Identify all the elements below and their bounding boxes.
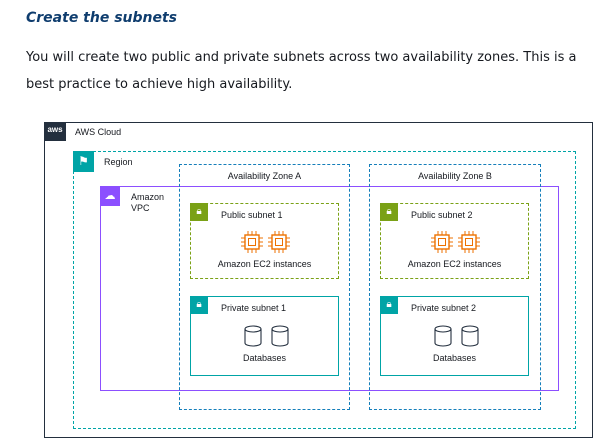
flag-icon: ⚑ [73, 151, 94, 172]
ec2-chip-icon [431, 231, 453, 253]
vpc-label-line1: Amazon [131, 192, 165, 202]
database-icon [271, 325, 289, 347]
databases-label: Databases [242, 353, 287, 363]
availability-zone-a: Availability Zone A [179, 164, 350, 410]
private-subnet-1-label: Private subnet 1 [221, 303, 287, 313]
private-subnet-2: 🔒︎ Private subnet 2 Databases [380, 296, 529, 376]
public-subnet-1: 🔒︎ Public subnet 1 Amazon EC2 instances [190, 203, 339, 279]
public-subnet-2: 🔒︎ Public subnet 2 Amazon EC2 instances [380, 203, 529, 279]
ec2-chip-icon [458, 231, 480, 253]
public-subnet-2-label: Public subnet 2 [411, 210, 473, 220]
padlock-icon: 🔒︎ [190, 203, 208, 221]
private-subnet-1: 🔒︎ Private subnet 1 Databases [190, 296, 339, 376]
aws-cloud-label: AWS Cloud [75, 127, 122, 137]
intro-paragraph: You will create two public and private s… [26, 50, 577, 92]
databases-label: Databases [432, 353, 477, 363]
padlock-icon: 🔒︎ [190, 296, 208, 314]
vpc-label-line2: VPC [131, 203, 150, 213]
availability-zone-b: Availability Zone B [369, 164, 541, 410]
region-label: Region [104, 157, 133, 167]
padlock-icon: 🔒︎ [380, 203, 398, 221]
database-icon [461, 325, 479, 347]
architecture-diagram: aws AWS Cloud ⚑ Region ☁ Amazon VPC Avai… [44, 122, 593, 438]
cloud-lock-icon: ☁ [100, 186, 120, 206]
az-b-label: Availability Zone B [418, 171, 492, 181]
ec2-chip-icon [241, 231, 263, 253]
aws-logo: aws [44, 122, 66, 141]
ec2-chip-icon [268, 231, 290, 253]
public-subnet-1-label: Public subnet 1 [221, 210, 283, 220]
database-icon [244, 325, 262, 347]
ec2-instances-label: Amazon EC2 instances [217, 259, 312, 269]
section-heading: Create the subnets [26, 10, 178, 26]
database-icon [434, 325, 452, 347]
vpc-box: ☁ Amazon VPC [100, 186, 559, 391]
private-subnet-2-label: Private subnet 2 [411, 303, 477, 313]
ec2-instances-label: Amazon EC2 instances [407, 259, 502, 269]
padlock-icon: 🔒︎ [380, 296, 398, 314]
az-a-label: Availability Zone A [227, 171, 302, 181]
region-box: ⚑ Region [73, 151, 576, 429]
